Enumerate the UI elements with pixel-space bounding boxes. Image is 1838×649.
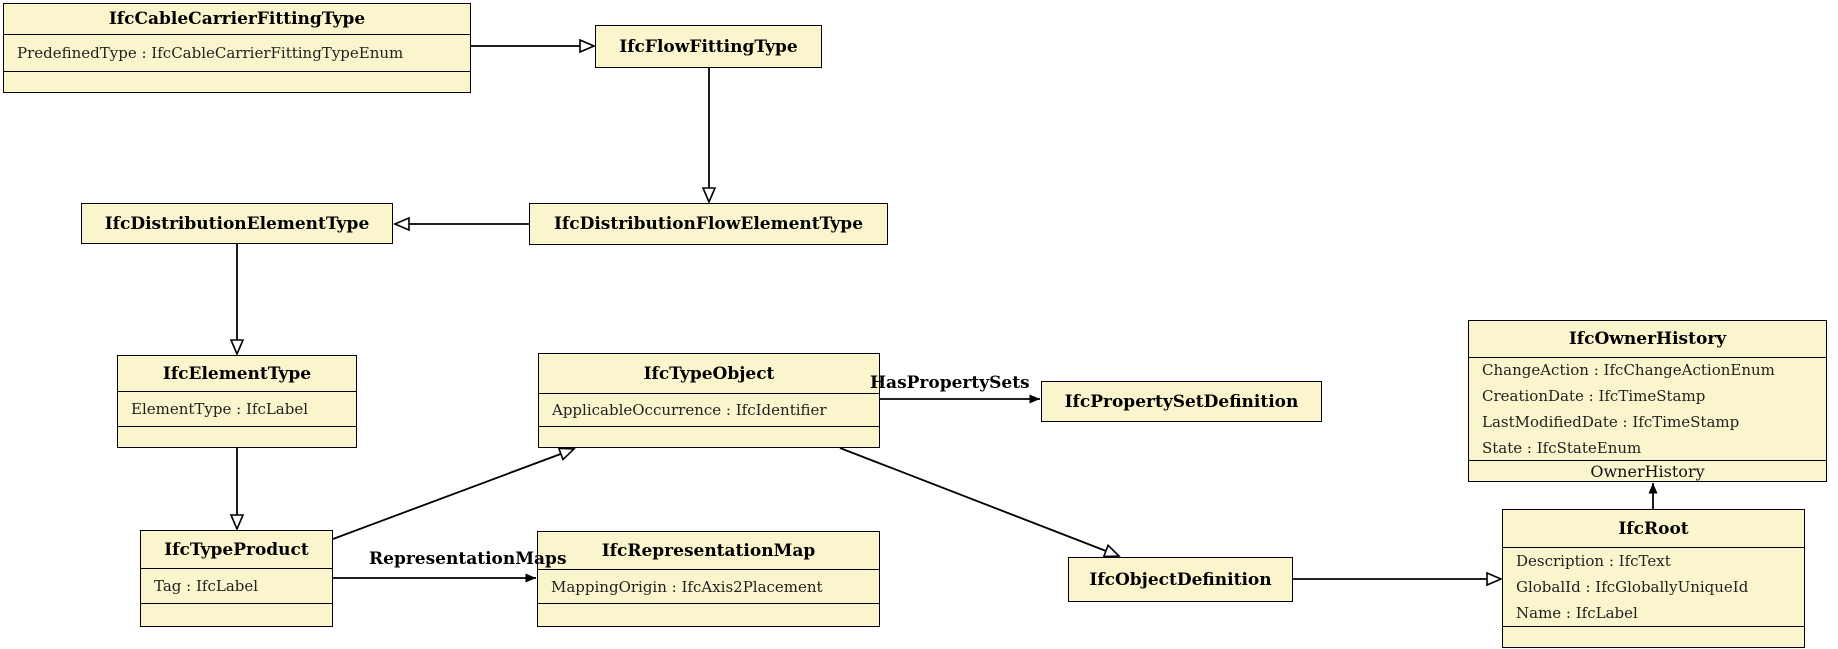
class-ifc-root: IfcRoot Description : IfcText GlobalId :… xyxy=(1502,509,1805,648)
generalization-typeproduct-to-typeobject xyxy=(332,447,576,540)
class-title: IfcOwnerHistory xyxy=(1568,329,1727,349)
class-ifc-element-type: IfcElementType ElementType : IfcLabel xyxy=(117,355,357,448)
class-ifc-distribution-element-type: IfcDistributionElementType xyxy=(81,203,393,244)
class-footer xyxy=(538,603,879,626)
owner-history-role-label: OwnerHistory xyxy=(1469,460,1826,481)
class-ifc-flow-fitting-type: IfcFlowFittingType xyxy=(595,25,822,68)
class-ifc-cable-carrier-fitting-type: IfcCableCarrierFittingType PredefinedTyp… xyxy=(3,3,471,93)
class-attribute: GlobalId : IfcGloballyUniqueId xyxy=(1516,578,1749,596)
class-ifc-distribution-flow-element-type: IfcDistributionFlowElementType xyxy=(529,203,888,245)
class-title: IfcElementType xyxy=(162,363,312,384)
class-attribute: Tag : IfcLabel xyxy=(154,577,259,595)
class-ifc-property-set-definition: IfcPropertySetDefinition xyxy=(1041,381,1322,422)
class-attributes: Description : IfcText GlobalId : IfcGlob… xyxy=(1503,547,1804,626)
class-footer xyxy=(539,426,879,447)
class-footer xyxy=(1503,626,1804,647)
class-attributes: MappingOrigin : IfcAxis2Placement xyxy=(538,569,879,603)
class-title: IfcPropertySetDefinition xyxy=(1064,391,1299,412)
class-ifc-owner-history: IfcOwnerHistory ChangeAction : IfcChange… xyxy=(1468,320,1827,482)
class-ifc-type-object: IfcTypeObject ApplicableOccurrence : Ifc… xyxy=(538,353,880,448)
class-attributes: ElementType : IfcLabel xyxy=(118,391,356,426)
class-attribute: MappingOrigin : IfcAxis2Placement xyxy=(551,577,823,596)
class-title: IfcCableCarrierFittingType xyxy=(108,9,366,29)
class-title: IfcObjectDefinition xyxy=(1089,569,1272,590)
class-attribute: Name : IfcLabel xyxy=(1516,604,1638,622)
class-footer xyxy=(4,71,470,92)
class-attribute: State : IfcStateEnum xyxy=(1482,439,1642,457)
class-attributes: Tag : IfcLabel xyxy=(141,568,332,603)
class-title: IfcTypeObject xyxy=(643,363,775,384)
class-title: IfcTypeProduct xyxy=(164,539,309,560)
class-attribute: CreationDate : IfcTimeStamp xyxy=(1482,387,1706,405)
class-attribute: ElementType : IfcLabel xyxy=(131,400,309,418)
class-attribute: ChangeAction : IfcChangeActionEnum xyxy=(1482,361,1775,379)
class-attribute: LastModifiedDate : IfcTimeStamp xyxy=(1482,413,1740,431)
class-attributes: PredefinedType : IfcCableCarrierFittingT… xyxy=(4,34,470,71)
class-ifc-representation-map: IfcRepresentationMap MappingOrigin : Ifc… xyxy=(537,531,880,627)
class-title: IfcRepresentationMap xyxy=(601,540,816,561)
association-label-haspropertysets: HasPropertySets xyxy=(870,373,1030,393)
class-footer xyxy=(141,603,332,626)
class-ifc-type-product: IfcTypeProduct Tag : IfcLabel xyxy=(140,530,333,627)
class-attribute: PredefinedType : IfcCableCarrierFittingT… xyxy=(17,44,404,62)
class-title: IfcDistributionElementType xyxy=(104,213,370,234)
class-title: IfcDistributionFlowElementType xyxy=(553,214,864,234)
class-attributes: ApplicableOccurrence : IfcIdentifier xyxy=(539,393,879,426)
class-title: IfcFlowFittingType xyxy=(619,36,798,57)
association-label-representationmaps: RepresentationMaps xyxy=(369,549,567,569)
class-attribute: ApplicableOccurrence : IfcIdentifier xyxy=(552,401,827,419)
generalization-typeobject-to-objectdefinition xyxy=(839,447,1121,558)
class-attribute: Description : IfcText xyxy=(1516,552,1671,570)
class-title: IfcRoot xyxy=(1618,518,1689,539)
class-attributes: ChangeAction : IfcChangeActionEnum Creat… xyxy=(1469,357,1826,460)
class-ifc-object-definition: IfcObjectDefinition xyxy=(1068,557,1293,602)
class-footer xyxy=(118,426,356,447)
